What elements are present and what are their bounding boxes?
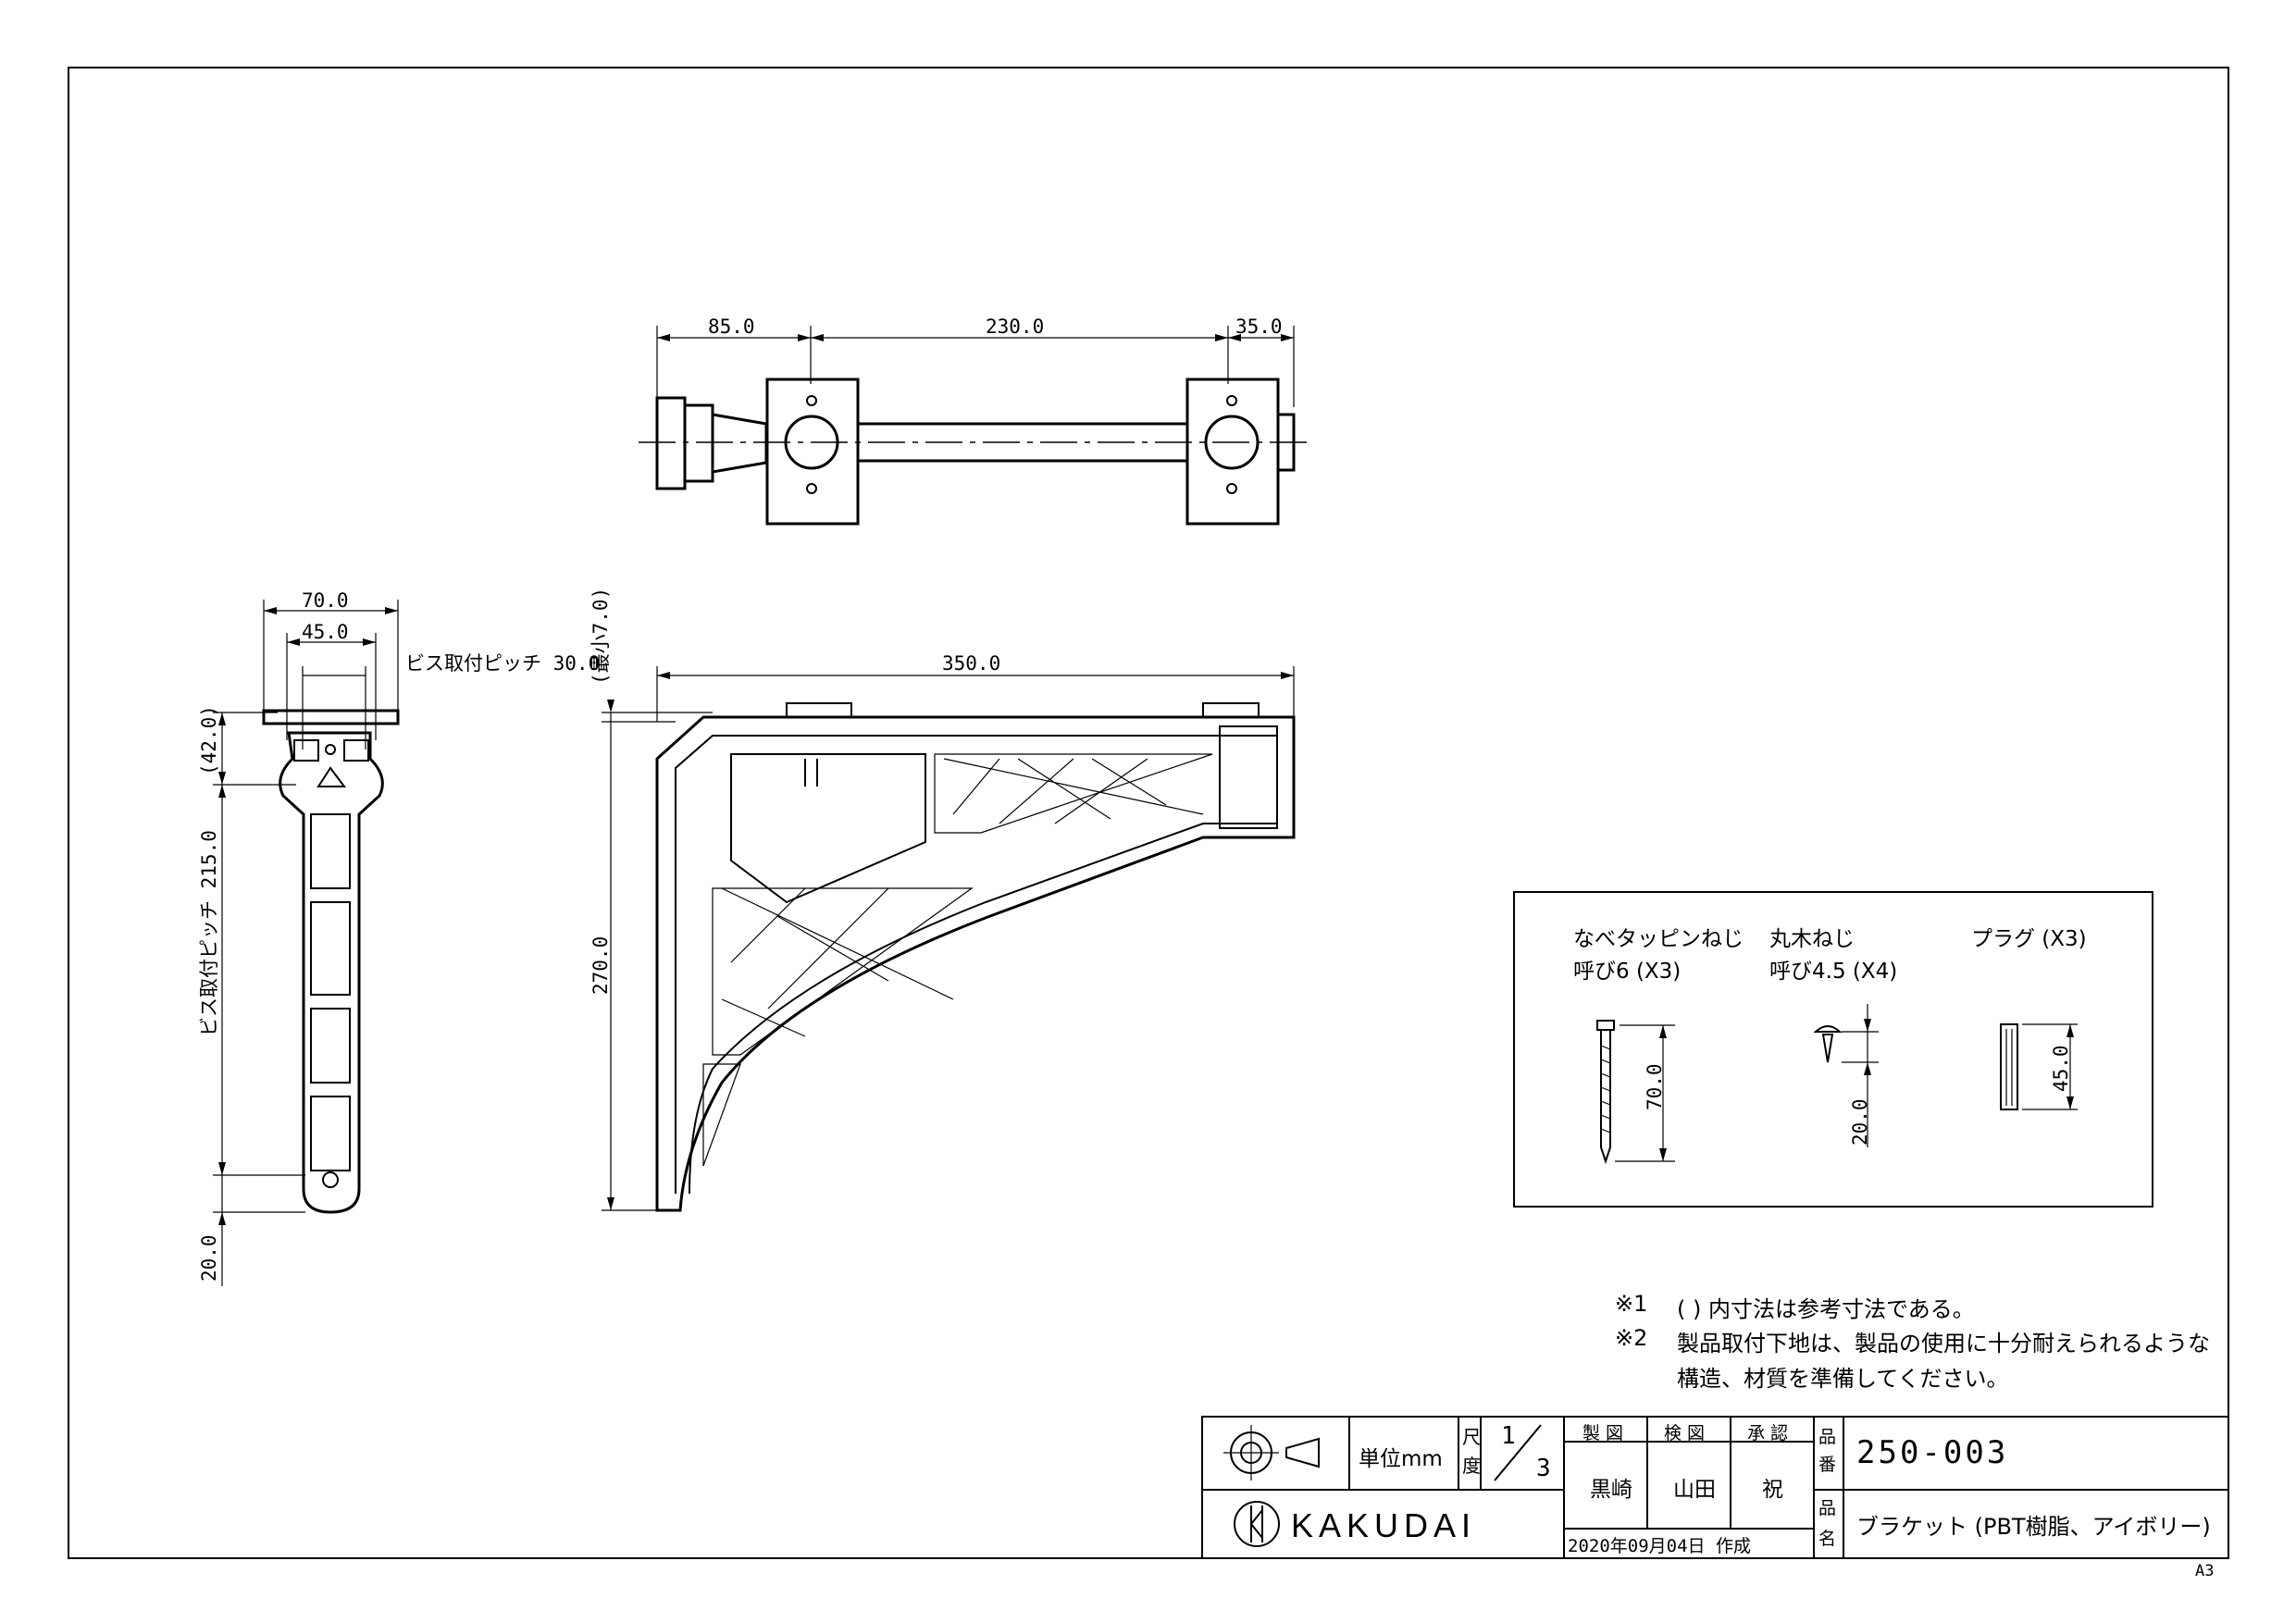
date-created: 2020年09月04日 作成 [1568,1536,1751,1556]
accessory-2-name: 丸木ねじ [1769,927,1855,951]
role-approver: 承 認 [1747,1423,1789,1443]
sheet-border [68,67,2229,1559]
note-2-text: 製品取付下地は、製品の使用に十分耐えられるような [1677,1331,2210,1357]
brand-logo-text: KAKUDAI [1291,1506,1477,1544]
accessory-1-name: なべタッピンねじ [1573,927,1744,951]
part-name: ブラケット (PBT樹脂、アイボリー) [1856,1514,2211,1540]
part-number: 250-003 [1856,1434,2009,1471]
role-drafter: 製 図 [1582,1423,1624,1443]
dim-35: 35.0 [1235,316,1283,338]
accessory-2-dim: 20.0 [1849,1098,1871,1146]
accessory-3-name: プラグ (X3) [1971,927,2087,951]
name-checker: 山田 [1673,1478,1716,1502]
dim-270: 270.0 [590,936,612,995]
dim-42: (42.0) [198,705,220,775]
part-name-label-2: 名 [1818,1529,1837,1549]
scale-num: 1 [1501,1422,1516,1450]
top-view: 85.0 230.0 35.0 [639,316,1314,526]
dim-min-7: (最小7.0) [590,588,612,685]
part-no-label-1: 品 [1818,1427,1837,1447]
scale-den: 3 [1536,1455,1551,1482]
dim-45: 45.0 [302,621,349,643]
dim-70: 70.0 [302,589,349,612]
part-no-label-2: 番 [1818,1455,1837,1475]
title-block [1201,1416,2229,1559]
accessory-2-spec: 呼び4.5 (X4) [1769,960,1898,984]
note-1-mark: ※1 [1615,1291,1648,1317]
scale-label-1: 尺 [1462,1426,1481,1448]
accessory-1-spec: 呼び6 (X3) [1573,960,1682,984]
accessory-3-dim: 45.0 [2050,1045,2072,1092]
dim-85: 85.0 [708,316,755,338]
dim-screw-pitch-215: ビス取付ピッチ 215.0 [198,830,220,1036]
part-name-label-1: 品 [1818,1498,1837,1518]
accessories-box [1513,891,2153,1208]
name-approver: 祝 [1762,1478,1783,1502]
side-view: 70.0 45.0 ビス取付ピッチ 30.0 (42.0) ビス取付ピッチ 21… [198,589,600,1286]
role-checker: 検 図 [1664,1423,1706,1443]
unit-label: 単位mm [1359,1447,1443,1471]
dim-230: 230.0 [986,316,1044,338]
kakudai-logo-icon [1234,1501,1280,1547]
dim-screw-pitch-30: ビス取付ピッチ 30.0 [405,652,600,675]
scale-label-2: 度 [1462,1455,1481,1477]
name-drafter: 黒崎 [1590,1478,1632,1502]
note-3-text: 構造、材質を準備してください。 [1677,1366,2009,1392]
accessory-1-dim: 70.0 [1644,1063,1666,1110]
note-2-mark: ※2 [1615,1325,1648,1351]
dim-350: 350.0 [942,652,1000,675]
front-view: 350.0 (最小7.0) 270.0 [590,588,1296,1212]
dim-20-side: 20.0 [198,1234,220,1282]
note-1-text: ( ) 内寸法は参考寸法である。 [1677,1296,1975,1322]
sheet-size: A3 [2195,1562,2215,1580]
